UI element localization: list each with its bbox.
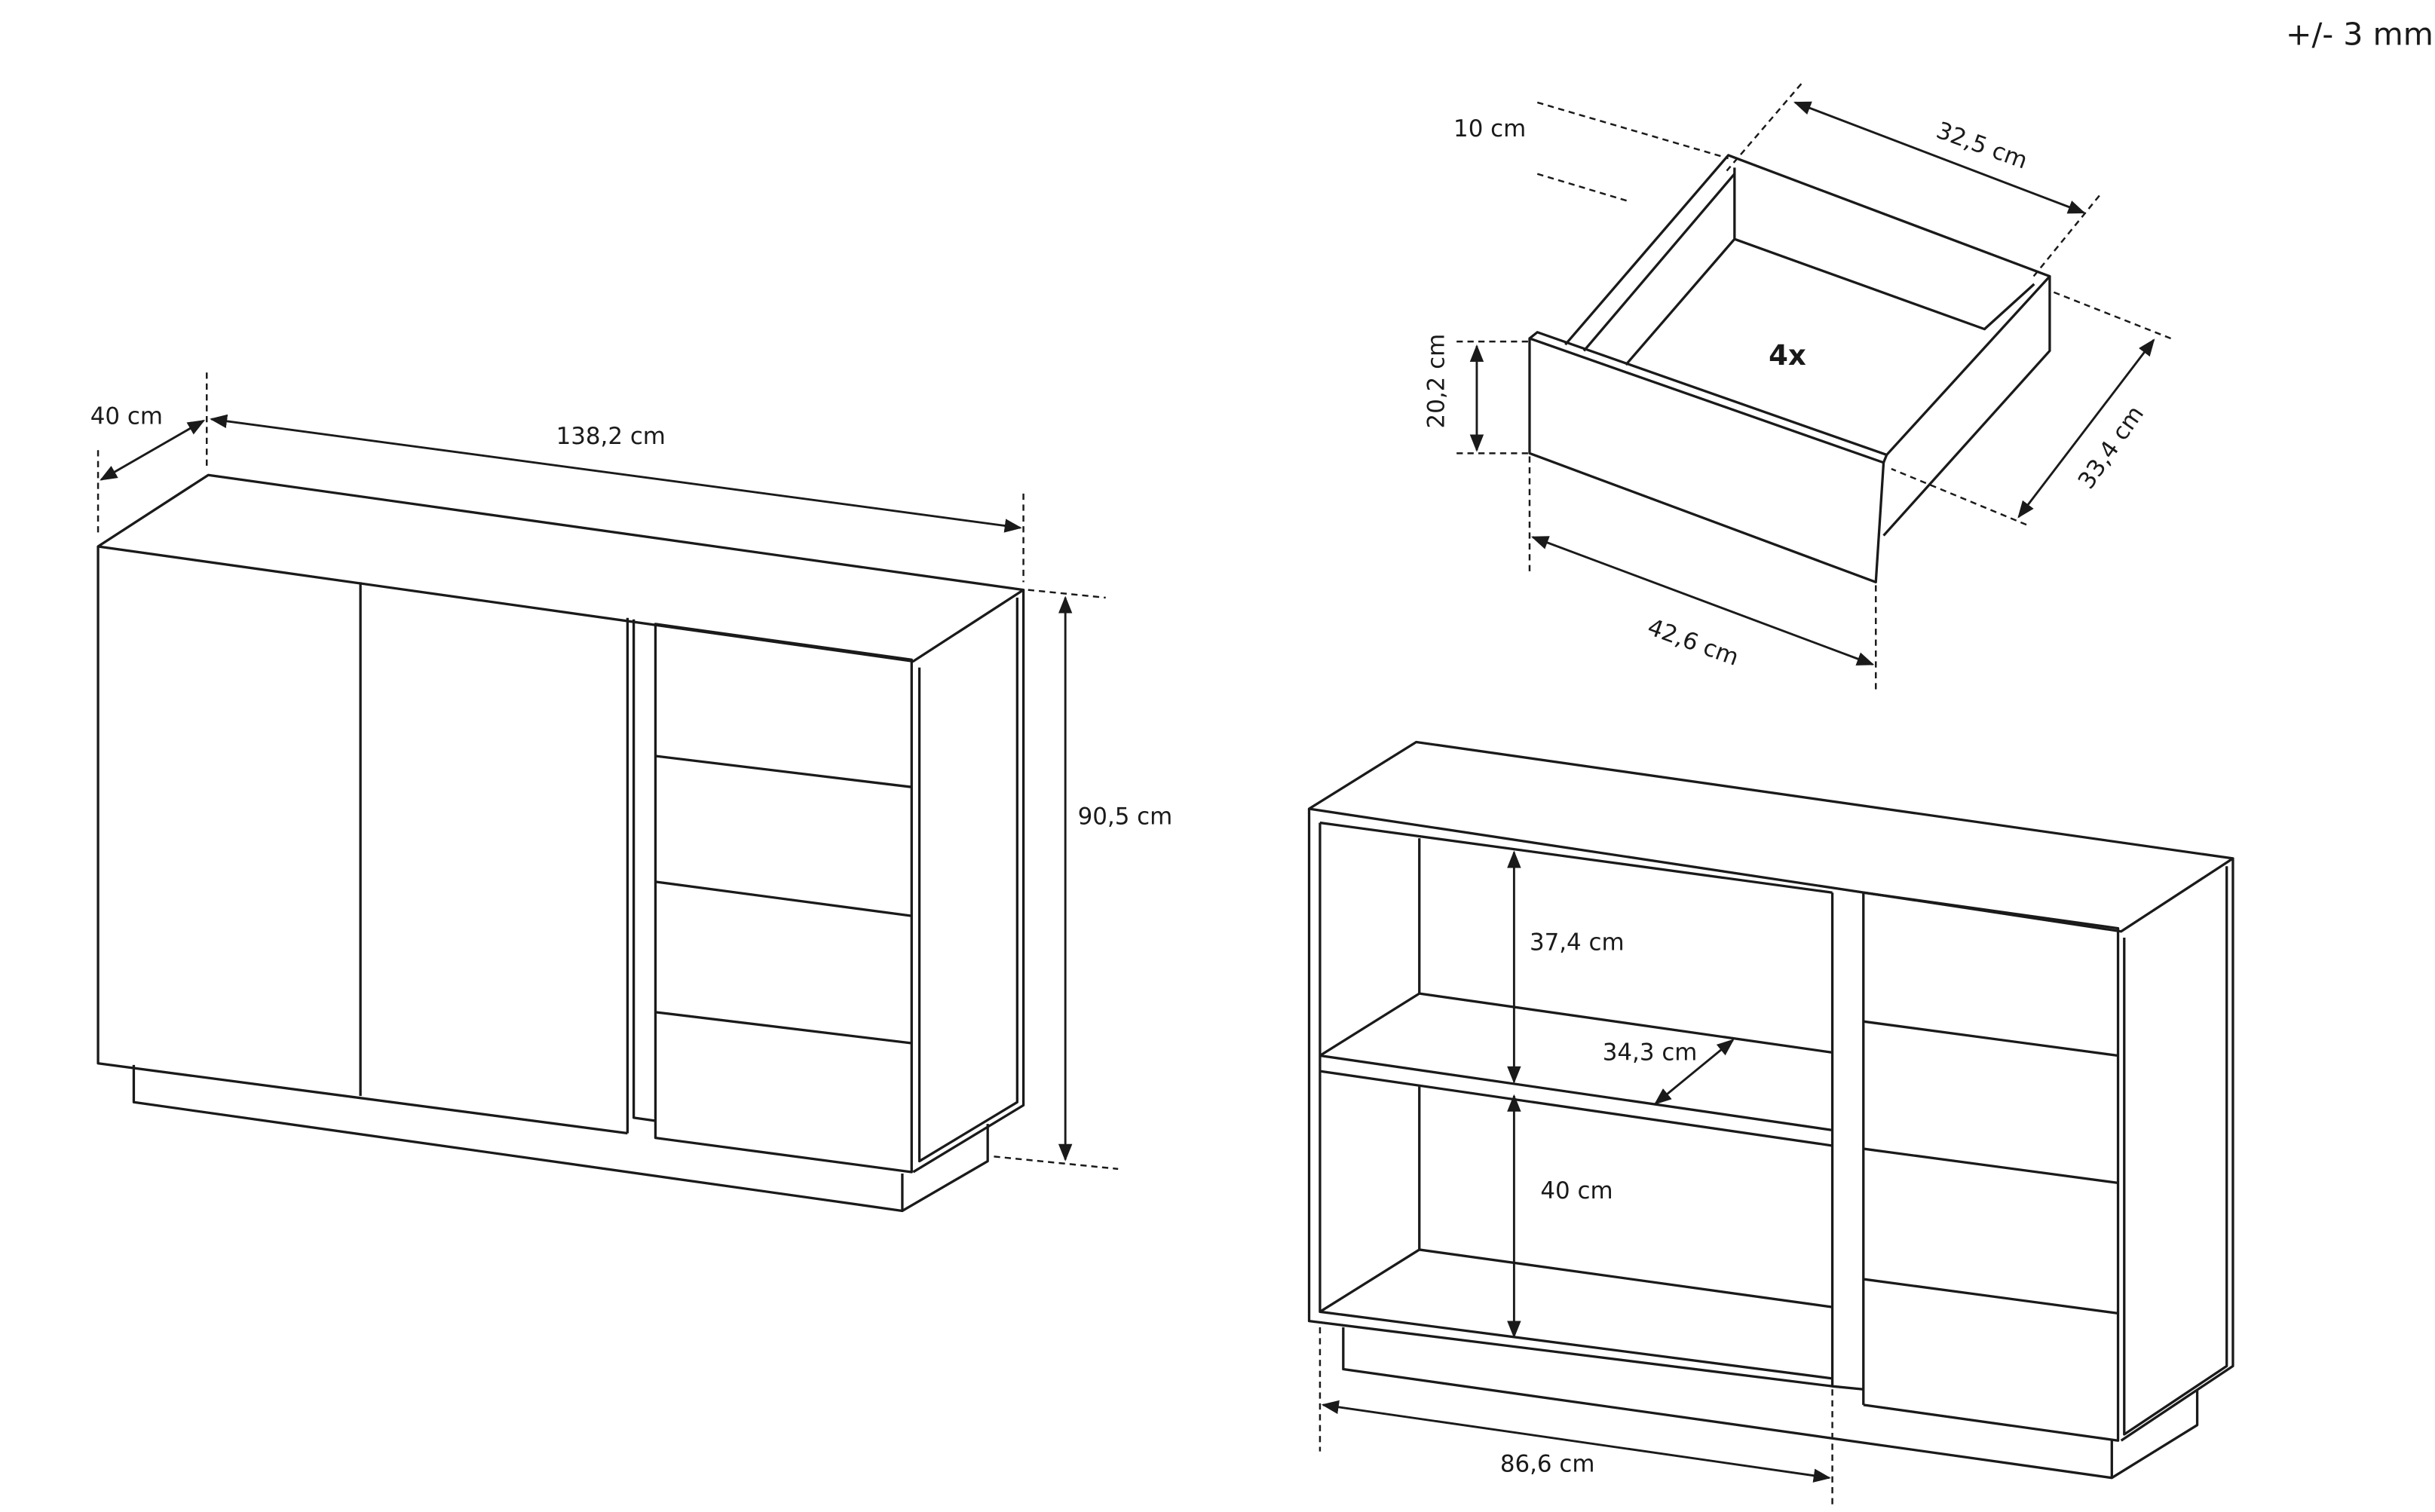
lower-shelf-height-label: 40 cm — [1540, 1177, 1613, 1204]
tolerance-label: +/- 3 mm — [2286, 17, 2433, 53]
drawer-inner-width-label: 32,5 cm — [1933, 117, 2031, 175]
drawer-front-height-label: 20,2 cm — [1423, 334, 1450, 429]
shelf-depth-label: 34,3 cm — [1603, 1039, 1698, 1067]
drawer-height-inner-label: 10 cm — [1453, 115, 1526, 142]
width-label: 138,2 cm — [556, 423, 666, 450]
height-label: 90,5 cm — [1078, 803, 1173, 831]
drawer-front-width-label: 42,6 cm — [1644, 614, 1742, 672]
cabinet-open-dimensions — [1319, 850, 1833, 1506]
cabinet-closed-drawing — [96, 473, 1025, 1213]
drawer-quantity-label: 4x — [1769, 339, 1806, 372]
compartment-width-label: 86,6 cm — [1500, 1450, 1595, 1477]
drawer-inner-depth-label: 33,4 cm — [2073, 401, 2150, 494]
upper-shelf-height-label: 37,4 cm — [1530, 929, 1625, 956]
drawer-dimensions — [1456, 83, 2172, 693]
depth-label: 40 cm — [90, 402, 163, 430]
cabinet-closed-dimensions — [96, 372, 1119, 1171]
drawer-drawing — [1528, 154, 2051, 583]
cabinet-open-drawing — [1307, 740, 2234, 1480]
